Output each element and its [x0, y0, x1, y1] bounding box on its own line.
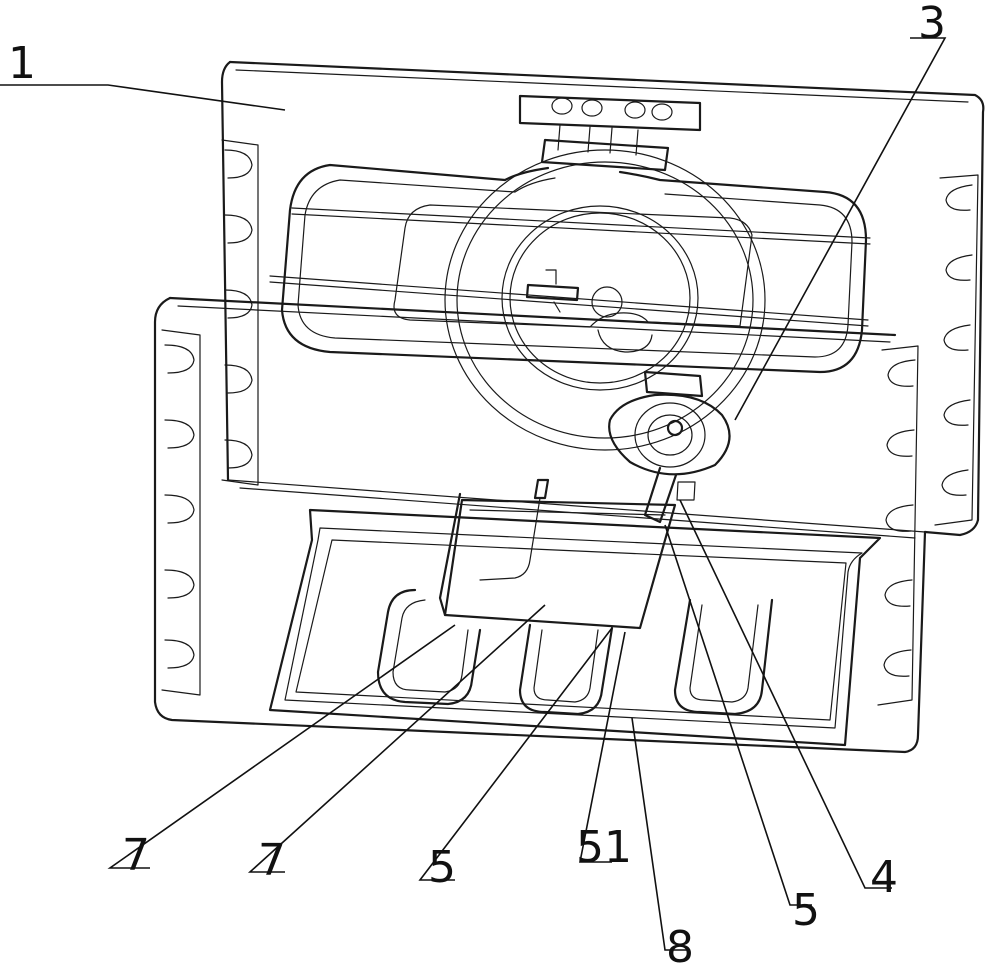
callout-5-left: 5: [428, 842, 456, 893]
callout-5-right: 5: [792, 885, 820, 936]
lower-heating-tube: [376, 478, 774, 716]
callout-4: 4: [870, 852, 898, 903]
terminal-block: [518, 94, 702, 172]
callout-3: 3: [918, 0, 946, 49]
callout-7-right: 7: [258, 835, 286, 886]
right-rack-rails: [877, 174, 979, 706]
callout-8: 8: [666, 922, 694, 973]
callout-51: 51: [576, 822, 632, 873]
fan-guard: [444, 149, 766, 451]
callouts: 1 3 7 7 5 51 8 5 4: [8, 0, 946, 973]
connector-assembly: [608, 370, 731, 524]
upper-heating-tube: [269, 163, 871, 374]
left-rack-rails: [161, 139, 259, 696]
callout-7-left: 7: [122, 830, 150, 881]
leader-lines: [0, 37, 947, 951]
callout-1: 1: [8, 38, 36, 89]
bottom-plate: [268, 508, 882, 747]
housing: [153, 60, 985, 754]
